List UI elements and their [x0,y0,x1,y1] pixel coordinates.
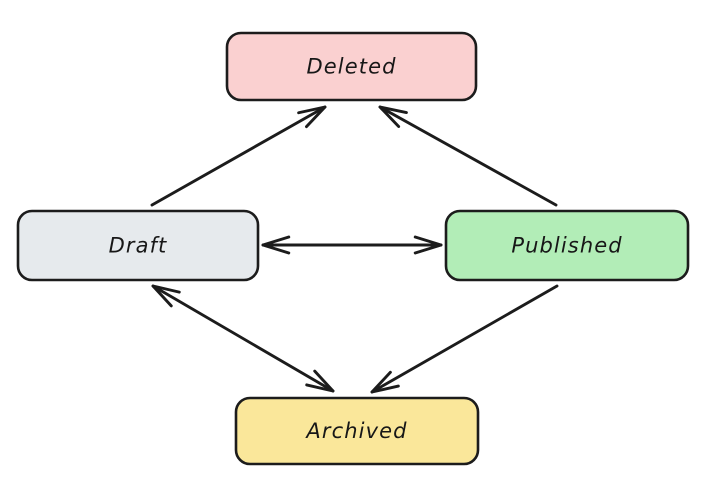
arrowhead-draft-archived-start [151,284,181,308]
node-shape-published [444,209,690,282]
edge-line-draft-to-deleted [150,105,327,207]
arrowhead-draft-published-start [261,235,291,255]
node-label-archived: Archived [304,419,407,443]
arrowhead-draft-published-end [413,235,443,255]
node-draft[interactable]: Draft [16,209,260,282]
arrowhead-published-to-archived-end [370,370,400,394]
node-archived[interactable]: Archived [234,396,480,466]
node-label-draft: Draft [109,234,168,258]
node-deleted[interactable]: Deleted [225,31,478,102]
edge-published-to-deleted [378,105,558,207]
node-shape-archived [234,396,480,466]
node-label-published: Published [511,234,622,258]
edge-draft-archived [151,284,335,393]
node-shape-deleted [225,31,478,102]
edge-line-published-to-deleted [378,105,558,207]
arrowhead-published-to-deleted-end [378,105,408,128]
arrowhead-draft-archived-end [305,369,335,393]
node-label-deleted: Deleted [306,55,396,79]
edge-line-draft-archived [151,284,335,393]
edge-draft-published [261,235,443,255]
edge-layer [150,105,559,394]
node-shape-draft [16,209,260,282]
edge-draft-to-deleted [150,105,327,207]
edge-published-to-archived [370,284,559,394]
node-published[interactable]: Published [444,209,690,282]
edge-line-published-to-archived [370,284,559,394]
arrowhead-draft-to-deleted-end [297,105,327,129]
